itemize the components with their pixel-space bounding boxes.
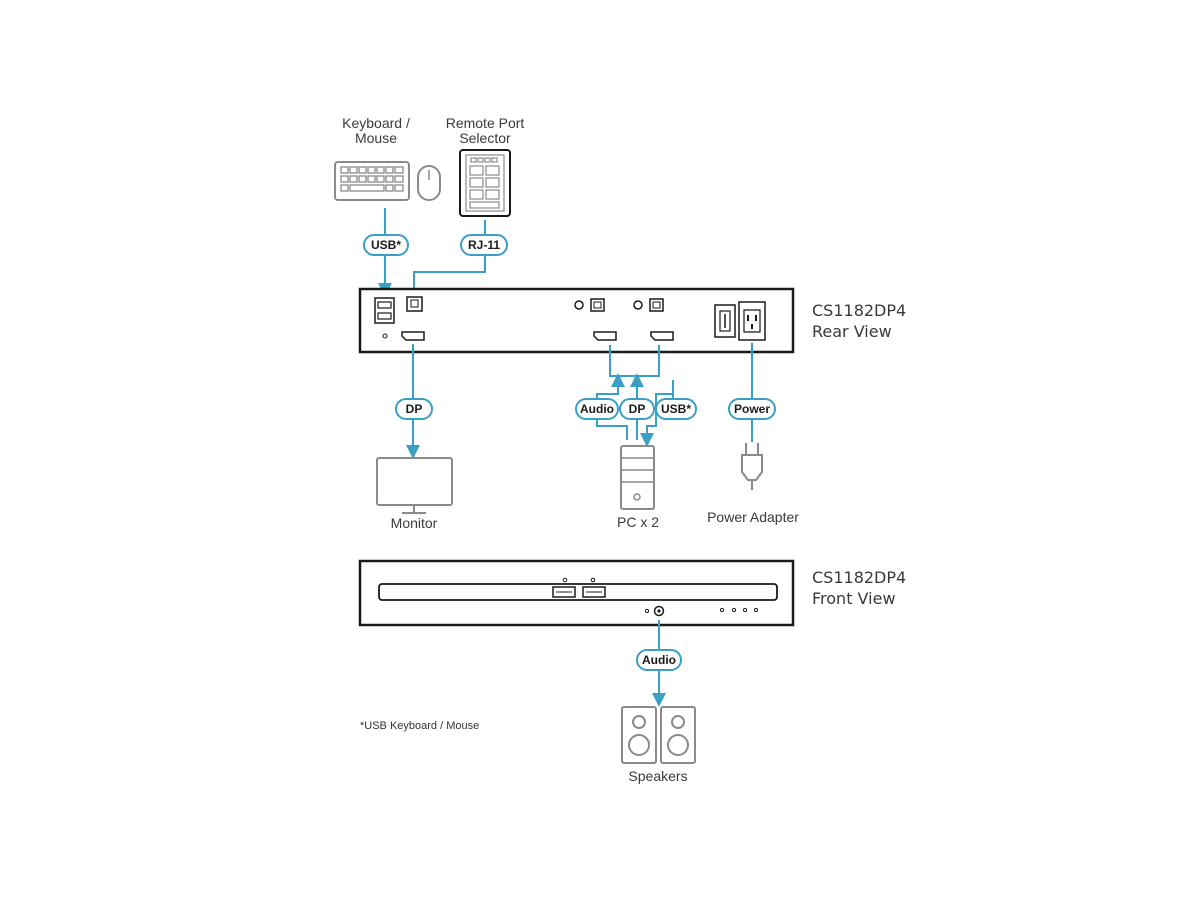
power-switch-icon bbox=[714, 304, 736, 338]
tag-label: USB* bbox=[661, 402, 691, 416]
tag-rj11: RJ-11 bbox=[460, 234, 508, 256]
tag-audio-pc: Audio bbox=[575, 398, 619, 420]
label-line: Remote Port bbox=[445, 115, 525, 131]
tag-power: Power bbox=[728, 398, 776, 420]
power-adapter-label: Power Adapter bbox=[707, 509, 799, 525]
footnote: *USB Keyboard / Mouse bbox=[360, 720, 480, 732]
speakers-label: Speakers bbox=[628, 768, 688, 784]
mouse-icon bbox=[417, 165, 441, 201]
audio-jack-icon bbox=[653, 605, 665, 617]
rear-device-name: CS1182DP4 Rear View bbox=[812, 300, 906, 342]
tag-label: DP bbox=[406, 402, 423, 416]
dp-port-icon bbox=[593, 331, 617, 341]
tag-label: DP bbox=[629, 402, 646, 416]
dp-port-icon bbox=[401, 331, 425, 341]
audio-jack-icon bbox=[574, 300, 584, 310]
rj11-port-icon bbox=[406, 296, 423, 312]
tag-label: Power bbox=[734, 402, 770, 416]
device-view: Rear View bbox=[812, 322, 892, 341]
pc-tower-icon bbox=[620, 445, 655, 510]
pc-label: PC x 2 bbox=[616, 514, 659, 530]
front-device-name: CS1182DP4 Front View bbox=[812, 567, 906, 609]
label-line: Selector bbox=[459, 130, 511, 146]
power-plug-icon bbox=[741, 443, 763, 490]
device-view: Front View bbox=[812, 589, 896, 608]
remote-port-selector-icon bbox=[459, 149, 511, 217]
power-inlet-icon bbox=[738, 301, 766, 341]
tag-label: Audio bbox=[642, 653, 676, 667]
speakers-icon bbox=[621, 706, 696, 764]
keyboard-icon bbox=[334, 161, 410, 201]
port-select-button-icon bbox=[552, 586, 606, 598]
tag-usb-kbm: USB* bbox=[363, 234, 409, 256]
tag-label: Audio bbox=[580, 402, 614, 416]
front-view-device bbox=[358, 559, 795, 627]
tag-dp-monitor: DP bbox=[395, 398, 433, 420]
device-model: CS1182DP4 bbox=[812, 301, 907, 320]
tag-audio-front: Audio bbox=[636, 649, 682, 671]
usb-port-icon bbox=[374, 297, 395, 324]
label-line: Keyboard / bbox=[342, 115, 410, 131]
remote-selector-label: Remote Port Selector bbox=[435, 116, 535, 146]
label-line: Mouse bbox=[354, 130, 398, 146]
audio-jack-icon bbox=[633, 300, 643, 310]
tag-label: RJ-11 bbox=[468, 238, 500, 252]
dp-port-icon bbox=[650, 331, 674, 341]
usb-b-port-icon bbox=[649, 298, 664, 312]
keyboard-mouse-label: Keyboard / Mouse bbox=[326, 116, 426, 146]
device-model: CS1182DP4 bbox=[812, 568, 907, 587]
tag-dp-pc: DP bbox=[619, 398, 655, 420]
tag-usb-pc: USB* bbox=[655, 398, 697, 420]
rear-view-device bbox=[358, 287, 795, 354]
monitor-icon bbox=[376, 457, 453, 514]
monitor-label: Monitor bbox=[390, 515, 438, 531]
tag-label: USB* bbox=[371, 238, 401, 252]
usb-b-port-icon bbox=[590, 298, 605, 312]
cables-middle bbox=[406, 343, 753, 459]
